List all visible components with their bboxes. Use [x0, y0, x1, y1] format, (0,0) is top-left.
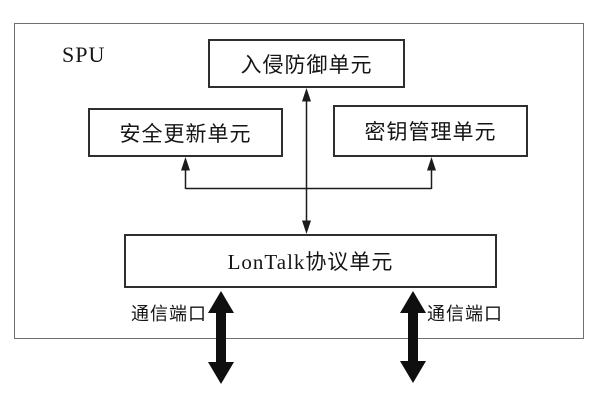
- comm-port-label-right: 通信端口: [427, 304, 503, 324]
- comm-port-label-left: 通信端口: [131, 304, 207, 324]
- key-management-box: 密钥管理单元: [333, 105, 528, 157]
- key-management-label: 密钥管理单元: [364, 120, 497, 144]
- security-update-box: 安全更新单元: [88, 108, 283, 157]
- security-update-label: 安全更新单元: [119, 121, 252, 146]
- intrusion-prevention-label: 入侵防御单元: [240, 52, 373, 77]
- lontalk-protocol-box: LonTalk协议单元: [124, 234, 497, 288]
- spu-outer-box: [14, 23, 584, 339]
- spu-label: SPU: [62, 42, 106, 67]
- lontalk-protocol-label: LonTalk协议单元: [227, 250, 394, 274]
- intrusion-prevention-box: 入侵防御单元: [208, 39, 405, 88]
